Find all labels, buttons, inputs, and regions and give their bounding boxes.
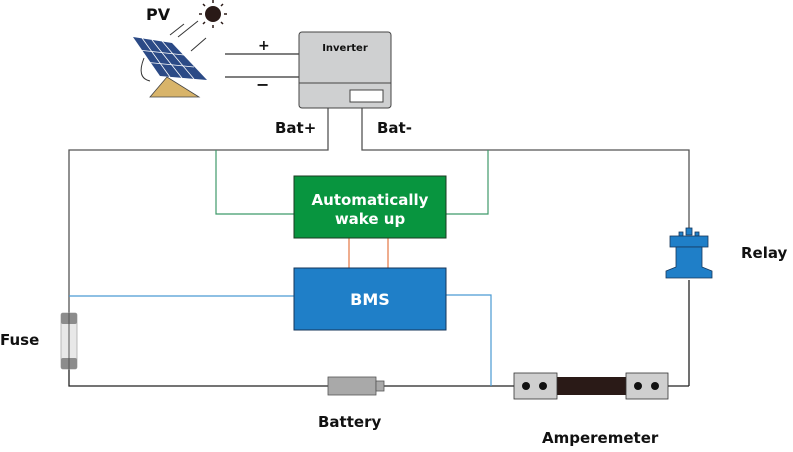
wake-up-line2: wake up <box>335 210 406 228</box>
fuse-bottom-wire <box>68 366 328 387</box>
fuse-icon <box>60 312 78 370</box>
sun-icon <box>199 0 227 28</box>
amperemeter-icon <box>513 372 669 400</box>
battery-label: Battery <box>318 413 381 431</box>
inverter: Inverter <box>298 31 392 109</box>
fuse-label: Fuse <box>0 331 39 349</box>
pv-wires <box>225 53 299 78</box>
solar-panel-icon <box>133 37 207 98</box>
relay-label: Relay <box>741 244 788 262</box>
wake-up-box: Automatically wake up <box>293 175 447 239</box>
sun-rays <box>169 20 207 52</box>
plus-label: + <box>258 38 270 54</box>
wake-up-line1: Automatically <box>312 191 429 209</box>
minus-label: − <box>256 75 269 94</box>
relay-icon <box>665 227 713 279</box>
bms-wires <box>69 294 492 386</box>
battery-icon <box>327 376 385 396</box>
wake-wires <box>215 150 489 215</box>
bat-minus-label: Bat- <box>377 119 412 137</box>
pv-label: PV <box>146 5 171 24</box>
bat-plus-wire <box>68 108 329 320</box>
bat-plus-label: Bat+ <box>275 119 316 137</box>
inverter-label: Inverter <box>322 43 368 54</box>
amperemeter-label: Amperemeter <box>542 429 659 447</box>
bms-label: BMS <box>350 290 390 309</box>
main-wires <box>68 108 690 387</box>
bat-minus-wire <box>361 108 690 228</box>
bms-box: BMS <box>293 267 447 331</box>
inverter-display <box>349 89 384 103</box>
signal-wires <box>348 238 389 268</box>
